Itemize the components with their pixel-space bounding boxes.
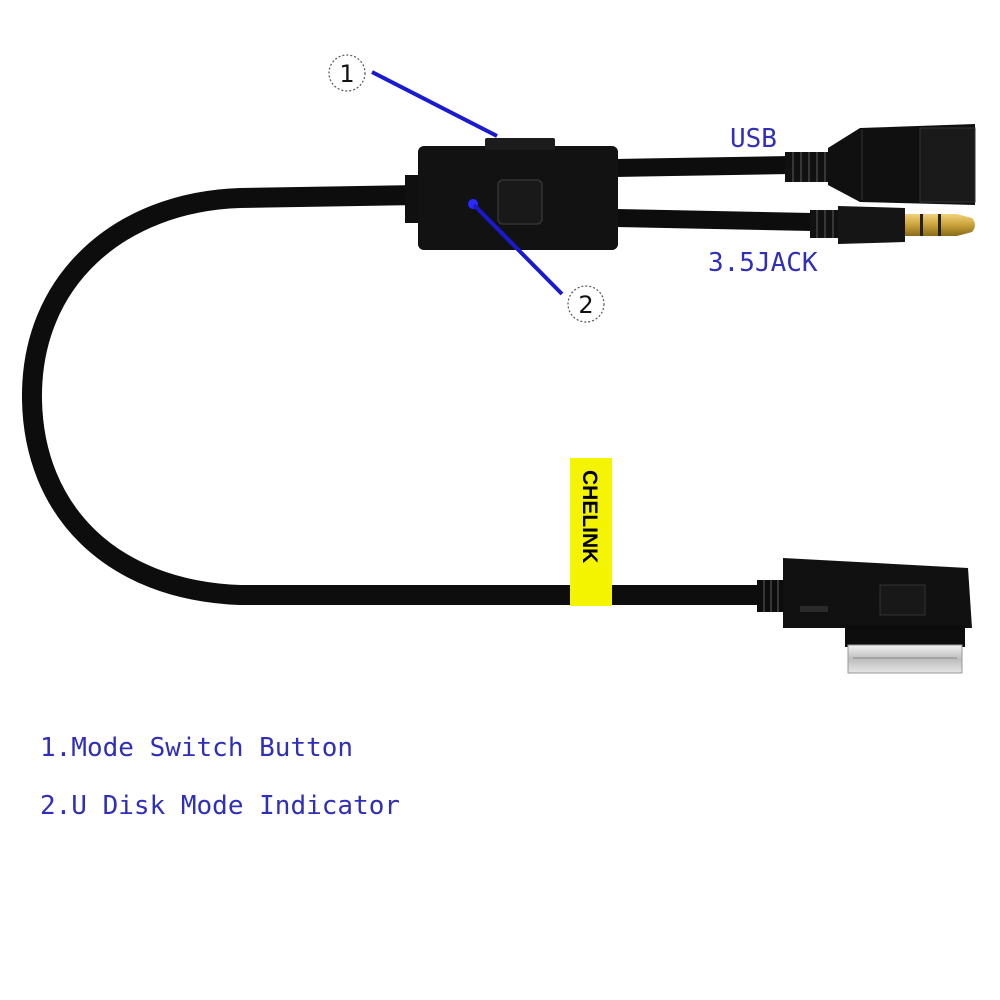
callout-2-number: 2 bbox=[578, 291, 593, 319]
callout-2-badge bbox=[567, 285, 605, 323]
callout-1-badge bbox=[328, 54, 366, 92]
callout-1-leader bbox=[371, 70, 498, 138]
jack-cable bbox=[614, 209, 813, 231]
mmi-connector bbox=[757, 558, 972, 674]
usb-cable bbox=[614, 156, 791, 177]
main-cable bbox=[21, 185, 775, 605]
control-box bbox=[405, 138, 618, 250]
legend-item-u-disk-indicator: 2.U Disk Mode Indicator bbox=[40, 791, 401, 821]
callout-1: 1 bbox=[328, 54, 498, 138]
callout-1-number: 1 bbox=[339, 60, 354, 88]
mode-switch-button bbox=[485, 138, 555, 150]
callout-2-leader bbox=[472, 203, 564, 296]
usb-connector bbox=[828, 124, 976, 205]
legend-item-mode-switch: 1.Mode Switch Button bbox=[40, 733, 354, 763]
jack-connector bbox=[810, 206, 975, 244]
callout-2: 2 bbox=[472, 203, 605, 323]
jack-label: 3.5JACK bbox=[708, 248, 818, 278]
brand-text: CHELINK bbox=[578, 470, 601, 563]
brand-label: CHELINK bbox=[570, 458, 612, 606]
usb-label: USB bbox=[730, 124, 777, 154]
usb-strain-relief bbox=[785, 152, 830, 182]
